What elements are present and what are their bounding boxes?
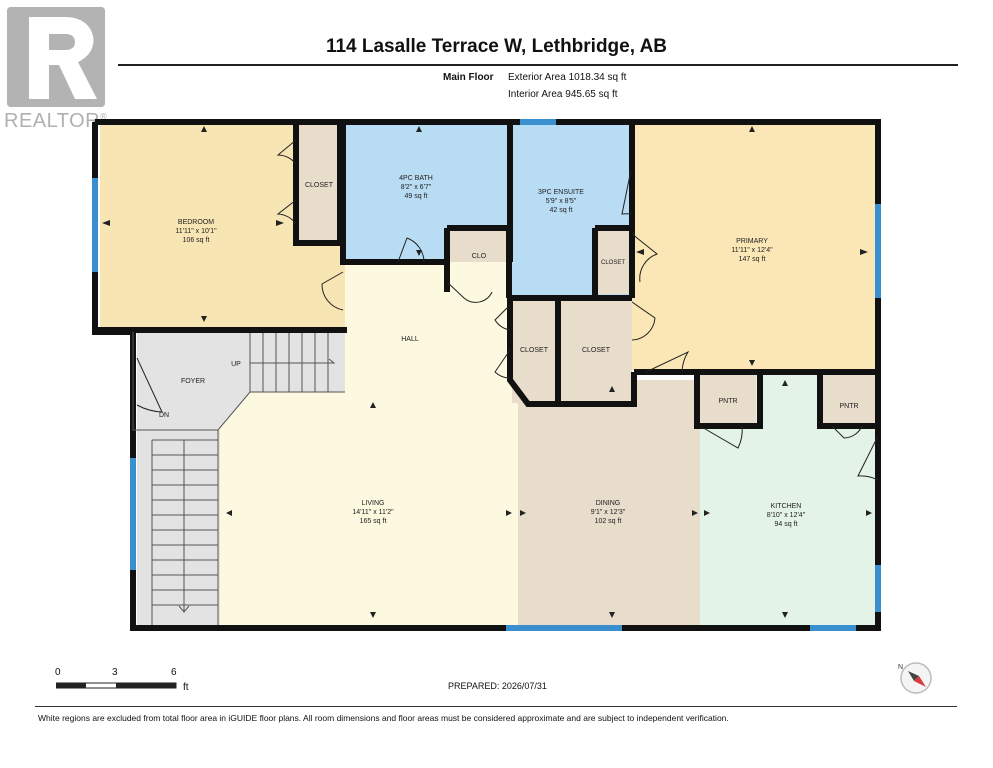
bath4-name: 4PC BATH bbox=[399, 175, 433, 182]
scale-tick-0: 0 bbox=[55, 667, 61, 678]
footer-divider bbox=[35, 706, 957, 707]
hall-label: HALL bbox=[401, 336, 419, 343]
dining-area: 102 sq ft bbox=[595, 518, 622, 525]
closet-primary-fill bbox=[597, 228, 631, 294]
kitchen-dims: 8'10" x 12'4" bbox=[767, 512, 806, 519]
living-dims: 14'11" x 11'2" bbox=[352, 509, 394, 516]
ensuite-area: 42 sq ft bbox=[550, 207, 573, 214]
dimension-arrows bbox=[102, 126, 872, 618]
closet-bedroom-label: CLOSET bbox=[305, 182, 334, 189]
scale-graphic bbox=[56, 682, 177, 689]
scale-unit: ft bbox=[183, 682, 189, 693]
realtor-r-icon bbox=[7, 7, 105, 107]
scale-tick-6: 6 bbox=[171, 667, 177, 678]
pntr2-label: PNTR bbox=[839, 403, 858, 410]
foyer-wall bbox=[132, 332, 345, 431]
page-title: 114 Lasalle Terrace W, Lethbridge, AB bbox=[325, 36, 668, 57]
stairs-down bbox=[151, 430, 219, 625]
bath4-area: 49 sq ft bbox=[405, 193, 428, 200]
bedroom-name: BEDROOM bbox=[178, 219, 214, 226]
bedroom-area: 106 sq ft bbox=[183, 237, 210, 244]
compass-icon: N bbox=[898, 662, 932, 694]
scale-tick-3: 3 bbox=[112, 667, 118, 678]
realtor-wordmark: REALTOR® bbox=[4, 110, 108, 132]
closet-primary-label: CLOSET bbox=[601, 260, 625, 266]
windows bbox=[92, 119, 881, 631]
pntr2-fill bbox=[822, 375, 876, 427]
floor-label: Main Floor bbox=[443, 72, 494, 83]
primary-dims: 11'11" x 12'4" bbox=[731, 247, 773, 254]
primary-area: 147 sq ft bbox=[739, 256, 766, 263]
interior-area: Interior Area 945.65 sq ft bbox=[508, 89, 618, 100]
closet-bedroom-fill bbox=[296, 125, 340, 243]
closet-hall1-label: CLOSET bbox=[520, 347, 549, 354]
kitchen-name: KITCHEN bbox=[771, 503, 802, 510]
primary-fill bbox=[632, 125, 876, 370]
up-label: UP bbox=[231, 361, 241, 368]
dining-dims: 9'1" x 12'3" bbox=[591, 509, 626, 516]
primary-name: PRIMARY bbox=[736, 238, 768, 245]
pntr1-fill bbox=[700, 375, 756, 427]
kitchen-area: 94 sq ft bbox=[775, 521, 798, 528]
foyer-label: FOYER bbox=[181, 378, 205, 385]
dining-fill bbox=[518, 380, 700, 625]
ensuite-name: 3PC ENSUITE bbox=[538, 189, 584, 196]
living-name: LIVING bbox=[362, 500, 385, 507]
foyer-fill bbox=[137, 330, 345, 430]
door-swings bbox=[136, 139, 879, 481]
stairs-up bbox=[249, 333, 336, 392]
closet-hall2-label: CLOSET bbox=[582, 347, 611, 354]
title-divider bbox=[118, 64, 958, 66]
pntr1-label: PNTR bbox=[718, 398, 737, 405]
dining-name: DINING bbox=[596, 500, 621, 507]
prepared-date: PREPARED: 2026/07/31 bbox=[448, 681, 547, 691]
exterior-area: Exterior Area 1018.34 sq ft bbox=[508, 72, 627, 83]
realtor-logo bbox=[7, 7, 105, 107]
clo-label: CLO bbox=[472, 253, 487, 260]
ensuite-dims: 5'9" x 8'5" bbox=[546, 198, 577, 205]
compass-north: N bbox=[898, 664, 903, 671]
bath4-dims: 8'2" x 6'7" bbox=[401, 184, 432, 191]
disclaimer: White regions are excluded from total fl… bbox=[38, 713, 729, 723]
bedroom-dims: 11'11" x 10'1" bbox=[175, 228, 217, 235]
scale-bar: 0 3 6 ft bbox=[52, 667, 212, 697]
living-area: 165 sq ft bbox=[360, 518, 387, 525]
dn-label: DN bbox=[159, 412, 169, 419]
stairs-fill bbox=[137, 430, 220, 625]
